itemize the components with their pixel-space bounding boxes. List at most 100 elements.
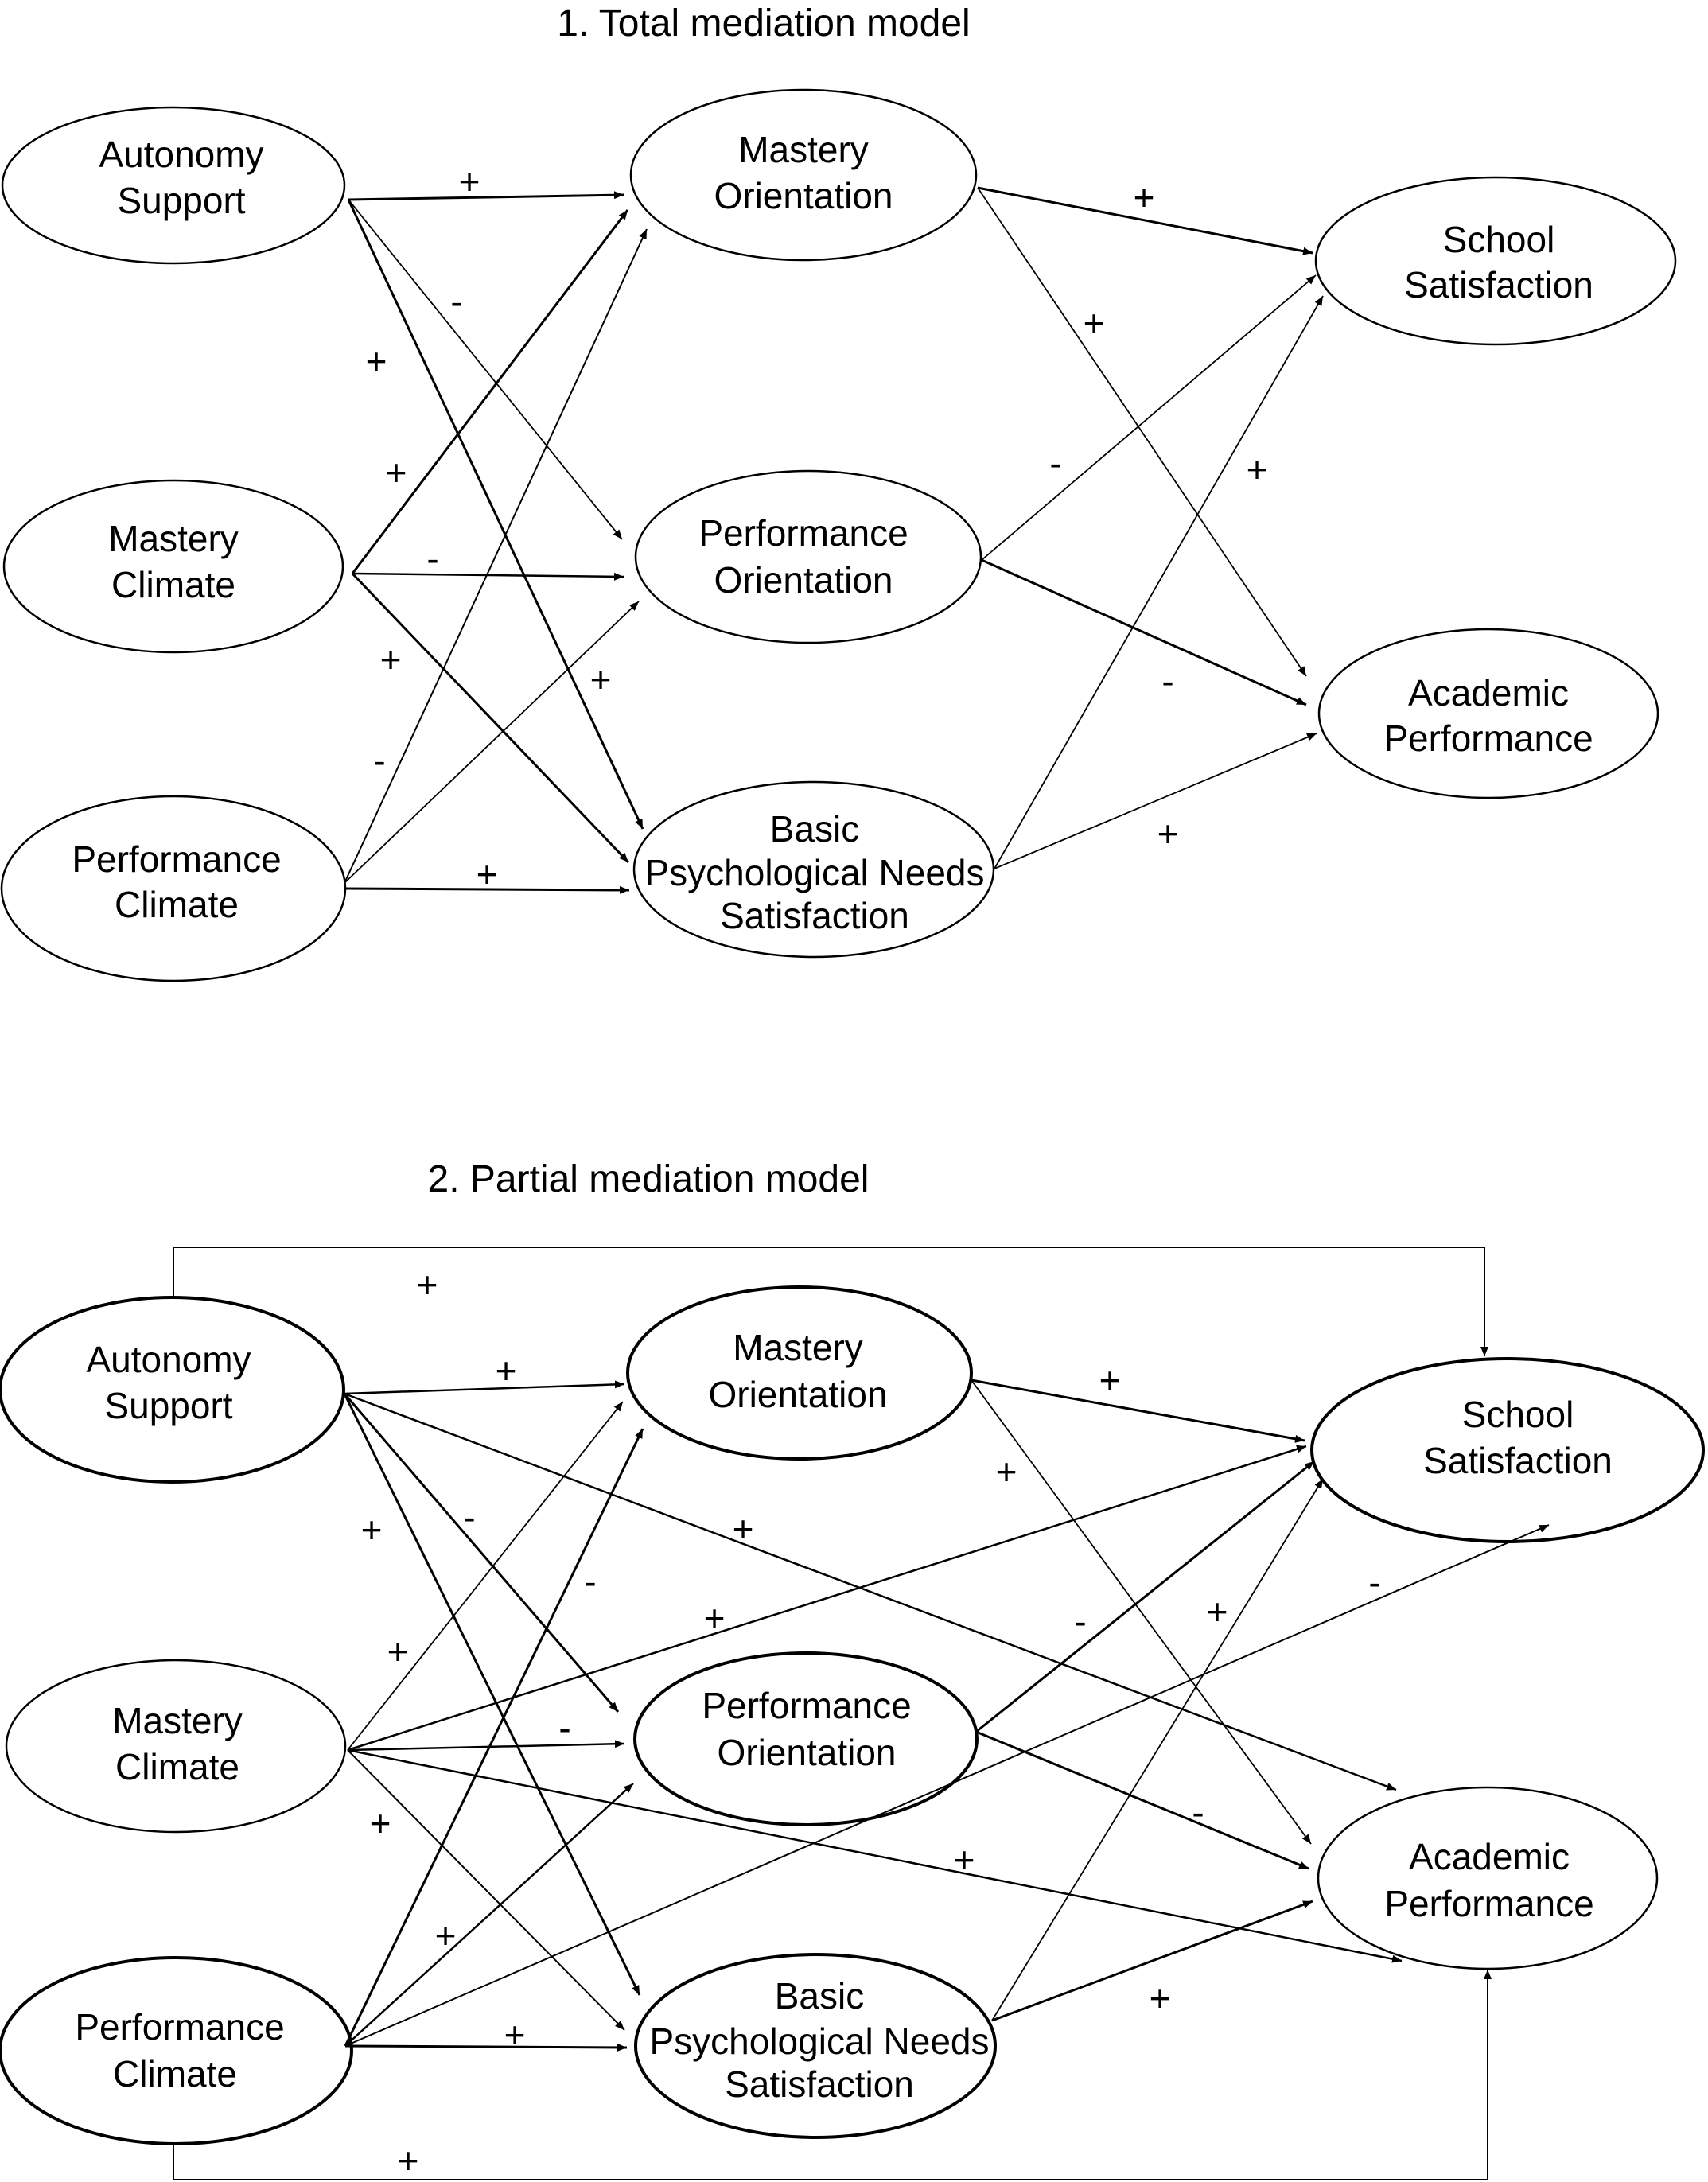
sign-pc-mo: + (361, 1509, 383, 1550)
model-2-arrows (173, 1247, 1550, 2180)
node-ellipse-school-satisfaction (1314, 176, 1677, 346)
sign-po-ss: - (1049, 442, 1061, 484)
model-1-ellipses (0, 88, 1677, 982)
arrow-mc-bpn (347, 1749, 625, 2031)
sign-mc-mo: + (386, 452, 407, 493)
arrow-po-ap (981, 558, 1307, 706)
node-label: Orientation (714, 175, 893, 216)
sign-pc-mo: - (373, 740, 385, 781)
sign-bpn-ss: + (1247, 449, 1268, 490)
sign-as-ap: + (733, 1508, 754, 1550)
arrow-bpn-ss (994, 295, 1324, 869)
node-label: Academic (1409, 1836, 1570, 1877)
model-2-node-labels: Autonomy Support Mastery Climate Perform… (75, 1327, 1613, 2105)
arrow-mc-po (352, 572, 624, 581)
sign-mc-bpn: + (380, 639, 402, 680)
arrow-po-ss (981, 274, 1317, 561)
arrow-mo-ap (977, 187, 1307, 677)
node-label: School (1462, 1394, 1574, 1435)
arrow-as-bpn (347, 199, 644, 830)
sign-pc-po: + (590, 659, 612, 700)
arrow-as-bpn (343, 1393, 641, 1996)
arrow-pc-mo (344, 1428, 644, 2047)
sign-as-bpn: + (366, 340, 387, 382)
sign-mo-ap: + (1084, 302, 1105, 344)
sign-pc-ap-direct: + (398, 2140, 419, 2181)
node-label: School (1443, 219, 1555, 260)
node-label: Orientation (714, 559, 893, 601)
sign-pc-ss: - (1368, 1562, 1380, 1603)
arrow-as-ss-direct (173, 1247, 1488, 1356)
node-label: Performance (72, 838, 281, 880)
node-label: Performance (702, 1685, 911, 1726)
node-ellipse-mastery-orientation (629, 88, 978, 262)
node-label: Performance (75, 2006, 284, 2048)
arrow-bpn-ap (994, 733, 1317, 869)
model-total-mediation: 1. Total mediation model Autonomy Suppor… (0, 2, 1677, 982)
sign-as-mo: + (496, 1350, 517, 1391)
sign-pc-bpn: + (504, 2014, 526, 2056)
sign-pc-bpn: + (477, 854, 498, 895)
sign-po-ap: - (1161, 660, 1173, 702)
node-label: Autonomy (86, 1339, 251, 1380)
sign-mc-mo: + (387, 1631, 409, 1672)
sign-mo-ss: + (1099, 1359, 1121, 1401)
node-label: Autonomy (99, 134, 263, 175)
model-1-path-signs: + - + + - + - + + + + - - + + (366, 161, 1268, 895)
node-ellipse-basic-psychological-needs (634, 1953, 997, 2139)
sign-bpn-ap: + (1150, 1978, 1171, 2019)
arrow-pc-mo (344, 228, 648, 884)
arrow-as-mo (344, 1380, 625, 1395)
model-2-ellipses (0, 1285, 1705, 2145)
node-ellipse-performance-orientation (633, 1651, 979, 1826)
sign-as-po: - (463, 1496, 475, 1538)
node-ellipse-autonomy-support (1, 106, 346, 265)
arrow-po-ap (975, 1730, 1309, 1870)
node-label: Basic (770, 808, 859, 850)
arrow-pc-ap-direct (173, 1970, 1492, 2180)
node-ellipse-basic-psychological-needs (632, 780, 995, 959)
sign-mc-ss: + (704, 1597, 726, 1639)
model-2-path-signs: + + - - + + - + + + + + + - + + + - - + … (361, 1264, 1381, 2181)
model-1-arrows (344, 186, 1324, 894)
node-label: Performance (698, 512, 908, 554)
node-label: Satisfaction (725, 2063, 914, 2105)
node-label: Performance (1383, 718, 1593, 759)
model-partial-mediation: 2. Partial mediation model Autonomy Supp… (0, 1158, 1705, 2181)
node-ellipse-mastery-climate (2, 479, 344, 654)
arrow-pc-bpn (344, 2043, 628, 2052)
node-label: Basic (775, 1975, 864, 2017)
arrow-mc-bpn (351, 572, 630, 864)
arrow-as-po (348, 199, 623, 540)
arrow-mo-ss (977, 186, 1313, 255)
sign-as-bpn: - (584, 1561, 596, 1602)
arrow-mc-po (347, 1740, 625, 1752)
node-label: Orientation (717, 1732, 896, 1773)
node-label: Mastery (738, 129, 869, 170)
arrow-bpn-ss (991, 1478, 1324, 2021)
node-label: Climate (111, 564, 235, 605)
sign-as-mo: + (459, 161, 480, 202)
arrow-mc-mo (351, 209, 629, 574)
arrow-as-ap (344, 1392, 1397, 1791)
sign-pc-po: + (435, 1915, 457, 1956)
node-label: Climate (115, 1746, 239, 1787)
node-label: Performance (1384, 1883, 1593, 1924)
arrow-pc-po (344, 601, 640, 884)
node-label: Climate (115, 884, 239, 925)
arrow-mc-ap (347, 1748, 1403, 1963)
sign-mo-ap: + (996, 1451, 1017, 1492)
model-1-node-labels: Autonomy Support Mastery Climate Perform… (72, 129, 1593, 936)
node-ellipse-academic-performance (1317, 1786, 1659, 1970)
arrow-pc-bpn (344, 885, 630, 894)
arrow-mo-ss (971, 1379, 1305, 1443)
node-label: Support (104, 1385, 232, 1426)
arrow-po-ss (975, 1460, 1315, 1733)
node-label: Satisfaction (1404, 264, 1593, 305)
sign-mc-bpn: + (370, 1803, 391, 1844)
node-label: Satisfaction (1423, 1440, 1613, 1481)
model-title: 1. Total mediation model (557, 2, 970, 45)
arrow-pc-ss (344, 1524, 1550, 2047)
node-ellipse-autonomy-support (0, 1296, 345, 1484)
node-ellipse-school-satisfaction (1310, 1357, 1705, 1543)
